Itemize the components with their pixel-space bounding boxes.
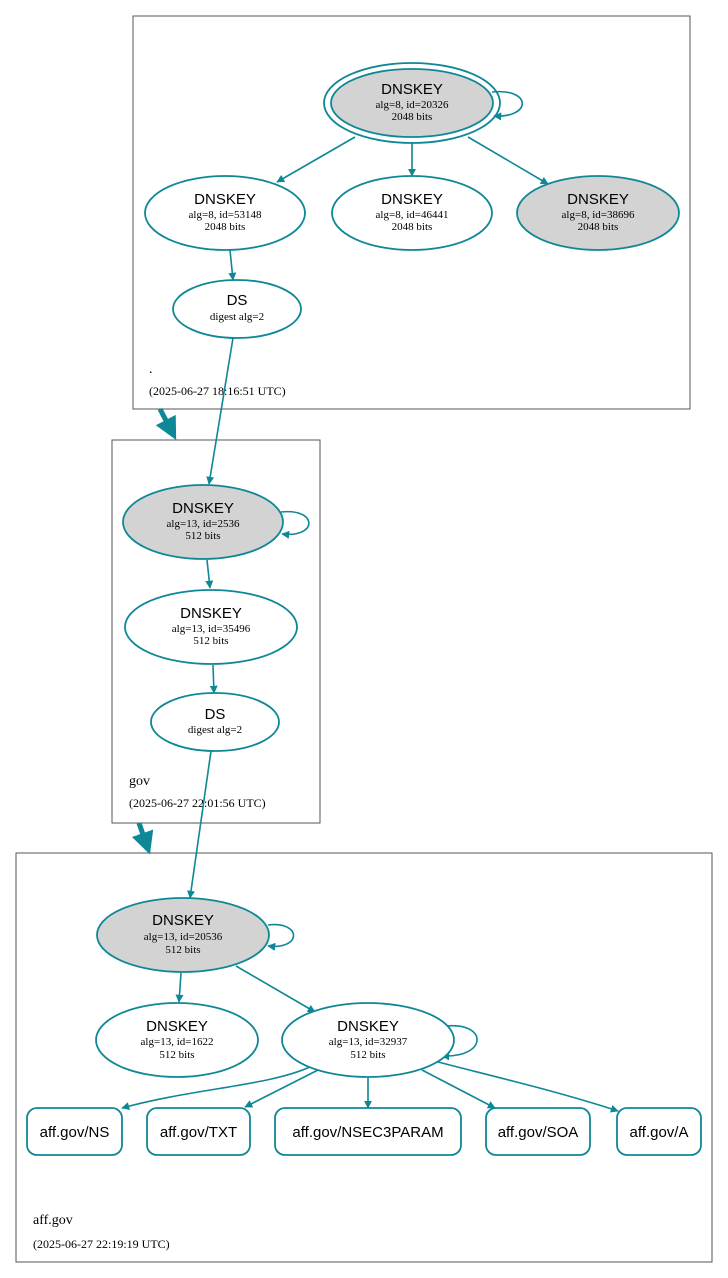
zone-root-name: . xyxy=(149,362,153,377)
edge-gov-ksk-self xyxy=(280,510,310,539)
aff-zsk-title: DNSKEY xyxy=(337,1018,399,1035)
root-ds-node[interactable]: DS digest alg=2 xyxy=(172,279,302,339)
delegation-root-to-gov-arrow xyxy=(155,407,177,440)
edge-root-ksk-to-zsk1 xyxy=(276,136,356,183)
aff-key2-node[interactable]: DNSKEY alg=13, id=1622 512 bits xyxy=(95,1002,259,1078)
edge-aff-zsk-to-soa xyxy=(421,1069,496,1109)
root-ksk2-node[interactable]: DNSKEY alg=8, id=38696 2048 bits xyxy=(516,175,680,251)
zone-root-timestamp: (2025-06-27 18:16:51 UTC) xyxy=(149,384,286,398)
aff-ksk-detail: alg=13, id=20536 xyxy=(144,931,223,943)
gov-ds-detail: digest alg=2 xyxy=(188,724,242,736)
root-zsk2-title: DNSKEY xyxy=(381,191,443,208)
rrset-soa-node[interactable]: aff.gov/SOA xyxy=(485,1107,591,1156)
aff-zsk-node[interactable]: DNSKEY alg=13, id=32937 512 bits xyxy=(281,1002,455,1078)
edge-root-ds-to-gov-ksk xyxy=(206,337,234,485)
gov-ds-node[interactable]: DS digest alg=2 xyxy=(150,692,280,752)
gov-ksk-detail: alg=13, id=2536 xyxy=(167,518,240,530)
edge-aff-ksk-to-zsk xyxy=(235,965,316,1013)
rrset-nsec3param-node[interactable]: aff.gov/NSEC3PARAM xyxy=(274,1107,462,1156)
edge-root-zsk1-to-ds xyxy=(228,249,237,281)
rrset-nsec3param-label: aff.gov/NSEC3PARAM xyxy=(292,1124,443,1141)
aff-zsk-size: 512 bits xyxy=(350,1049,385,1061)
root-zsk2-size: 2048 bits xyxy=(392,221,433,233)
rrset-a-label: aff.gov/A xyxy=(630,1124,689,1141)
edge-aff-zsk-self xyxy=(441,1024,478,1061)
root-zsk2-detail: alg=8, id=46441 xyxy=(376,209,449,221)
root-zsk1-size: 2048 bits xyxy=(205,221,246,233)
root-ksk-node[interactable]: DNSKEY alg=8, id=20326 2048 bits xyxy=(323,62,501,144)
rrset-a-node[interactable]: aff.gov/A xyxy=(616,1107,702,1156)
gov-ksk-title: DNSKEY xyxy=(172,500,234,517)
rrset-ns-label: aff.gov/NS xyxy=(40,1124,110,1141)
root-ksk-title: DNSKEY xyxy=(381,81,443,98)
delegation-gov-to-aff-arrow xyxy=(131,822,154,855)
edge-gov-ds-to-aff-ksk xyxy=(187,750,212,899)
rrset-ns-node[interactable]: aff.gov/NS xyxy=(26,1107,123,1156)
aff-key2-size: 512 bits xyxy=(159,1049,194,1061)
aff-ksk-node[interactable]: DNSKEY alg=13, id=20536 512 bits xyxy=(96,897,270,973)
root-zsk1-node[interactable]: DNSKEY alg=8, id=53148 2048 bits xyxy=(144,175,306,251)
root-ksk2-title: DNSKEY xyxy=(567,191,629,208)
edge-gov-ksk-to-zsk xyxy=(205,559,214,589)
root-zsk2-node[interactable]: DNSKEY alg=8, id=46441 2048 bits xyxy=(331,175,493,251)
zone-gov-name: gov xyxy=(129,774,150,789)
aff-ksk-size: 512 bits xyxy=(165,944,200,956)
root-zsk1-detail: alg=8, id=53148 xyxy=(189,209,262,221)
root-ksk2-size: 2048 bits xyxy=(578,221,619,233)
root-ds-title: DS xyxy=(227,292,248,309)
gov-zsk-title: DNSKEY xyxy=(180,605,242,622)
edge-aff-zsk-to-a xyxy=(437,1061,619,1113)
aff-key2-detail: alg=13, id=1622 xyxy=(141,1036,214,1048)
root-ksk2-detail: alg=8, id=38696 xyxy=(562,209,635,221)
edge-root-ksk-self xyxy=(491,90,523,121)
aff-zsk-detail: alg=13, id=32937 xyxy=(329,1036,408,1048)
edge-aff-zsk-to-ns xyxy=(121,1065,313,1110)
root-ds-detail: digest alg=2 xyxy=(210,311,264,323)
aff-ksk-title: DNSKEY xyxy=(152,912,214,929)
aff-key2-title: DNSKEY xyxy=(146,1018,208,1035)
rrset-soa-label: aff.gov/SOA xyxy=(498,1124,579,1141)
root-ksk-detail: alg=8, id=20326 xyxy=(376,99,449,111)
gov-ds-title: DS xyxy=(205,706,226,723)
gov-zsk-size: 512 bits xyxy=(193,635,228,647)
edge-aff-ksk-to-key2 xyxy=(175,972,184,1003)
zone-gov-timestamp: (2025-06-27 22:01:56 UTC) xyxy=(129,796,266,810)
zone-aff-timestamp: (2025-06-27 22:19:19 UTC) xyxy=(33,1237,170,1251)
edge-gov-zsk-to-ds xyxy=(209,664,218,694)
edge-aff-zsk-to-txt xyxy=(244,1069,319,1108)
root-zsk1-title: DNSKEY xyxy=(194,191,256,208)
zone-aff-name: aff.gov xyxy=(33,1213,73,1228)
root-ksk-size: 2048 bits xyxy=(392,111,433,123)
gov-ksk-node[interactable]: DNSKEY alg=13, id=2536 512 bits xyxy=(122,484,284,560)
rrset-txt-node[interactable]: aff.gov/TXT xyxy=(146,1107,251,1156)
rrset-txt-label: aff.gov/TXT xyxy=(160,1124,237,1141)
gov-zsk-node[interactable]: DNSKEY alg=13, id=35496 512 bits xyxy=(124,589,298,665)
edge-aff-ksk-self xyxy=(267,923,295,951)
gov-zsk-detail: alg=13, id=35496 xyxy=(172,623,251,635)
edge-root-ksk-to-ksk2 xyxy=(467,136,549,185)
gov-ksk-size: 512 bits xyxy=(185,530,220,542)
